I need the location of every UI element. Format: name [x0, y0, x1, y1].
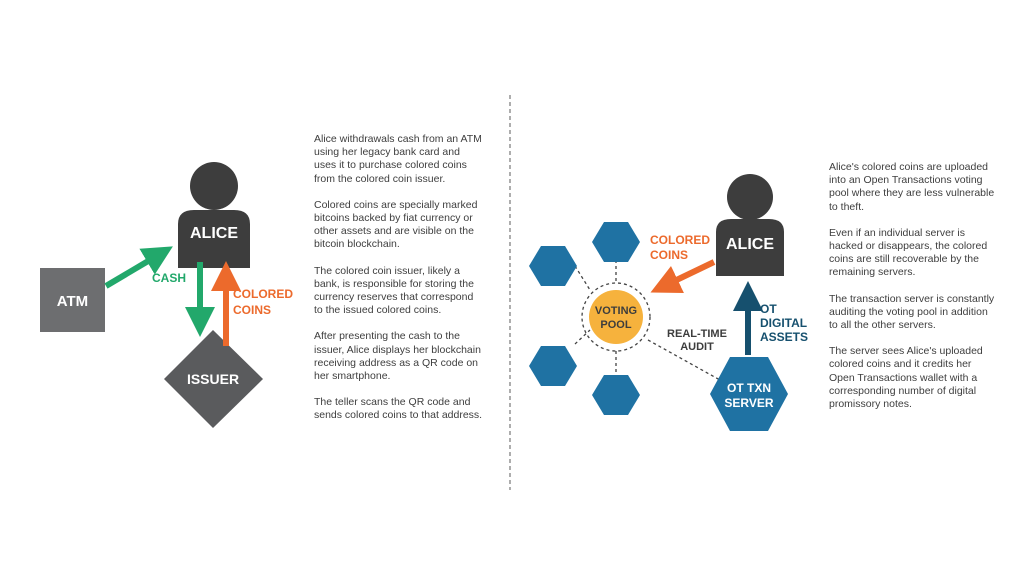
alice-label: ALICE — [726, 236, 774, 253]
issuer-diamond — [164, 330, 263, 428]
left-coins-label: COINS — [233, 303, 271, 317]
left-paragraph-2: Colored coins are specially marked bitco… — [314, 198, 478, 251]
ot-assets-label-2: DIGITAL — [760, 316, 807, 330]
left-colored-label: COLORED — [233, 287, 293, 301]
alice-person-icon — [178, 162, 250, 268]
voting-pool-circle — [589, 290, 643, 344]
audit-label-1: REAL-TIME — [667, 328, 727, 340]
alice-to-pool-arrow — [650, 259, 716, 294]
server-hexagon — [529, 346, 577, 386]
audit-label-2: AUDIT — [680, 341, 714, 353]
alice-person-icon — [716, 174, 784, 276]
txn-server-label-1: OT TXN — [727, 381, 771, 395]
ot-assets-label-1: OT — [760, 302, 777, 316]
alice-label: ALICE — [190, 225, 238, 242]
voting-pool-ring — [581, 282, 651, 352]
server-hexagon — [592, 222, 640, 262]
right-description: Alice's colored coins are uploaded into … — [829, 161, 999, 411]
left-description: Alice withdrawals cash from an ATM using… — [314, 133, 484, 423]
right-paragraph-3: The transaction server is constantly aud… — [829, 292, 995, 332]
issuer-label: ISSUER — [187, 371, 239, 387]
left-paragraph-1: Alice withdrawals cash from an ATM using… — [314, 133, 482, 185]
right-paragraph-2: Even if an individual server is hacked o… — [829, 226, 988, 279]
left-paragraph-3: The colored coin issuer, likely a bank, … — [314, 264, 474, 317]
right-coins-label: COINS — [650, 248, 688, 262]
server-hexagons — [529, 222, 640, 415]
left-paragraph-4: After presenting the cash to the issuer,… — [314, 330, 481, 383]
right-paragraph-1: Alice's colored coins are uploaded into … — [829, 161, 995, 213]
left-paragraph-5: The teller scans the QR code and sends c… — [314, 396, 483, 422]
right-colored-label: COLORED — [650, 233, 710, 247]
txn-server-label-2: SERVER — [724, 396, 773, 410]
server-hexagon — [529, 246, 577, 286]
right-paragraph-4: The server sees Alice's uploaded colored… — [829, 345, 983, 411]
server-hexagon — [592, 375, 640, 415]
atm-box — [40, 268, 105, 332]
ot-assets-label-3: ASSETS — [760, 330, 808, 344]
atm-label: ATM — [57, 293, 88, 310]
ot-txn-server-hexagon — [710, 357, 788, 431]
cash-label: CASH — [152, 271, 186, 285]
cash-arrow — [104, 246, 173, 289]
voting-pool-label-2: POOL — [600, 319, 631, 331]
voting-pool-label-1: VOTING — [595, 305, 637, 317]
